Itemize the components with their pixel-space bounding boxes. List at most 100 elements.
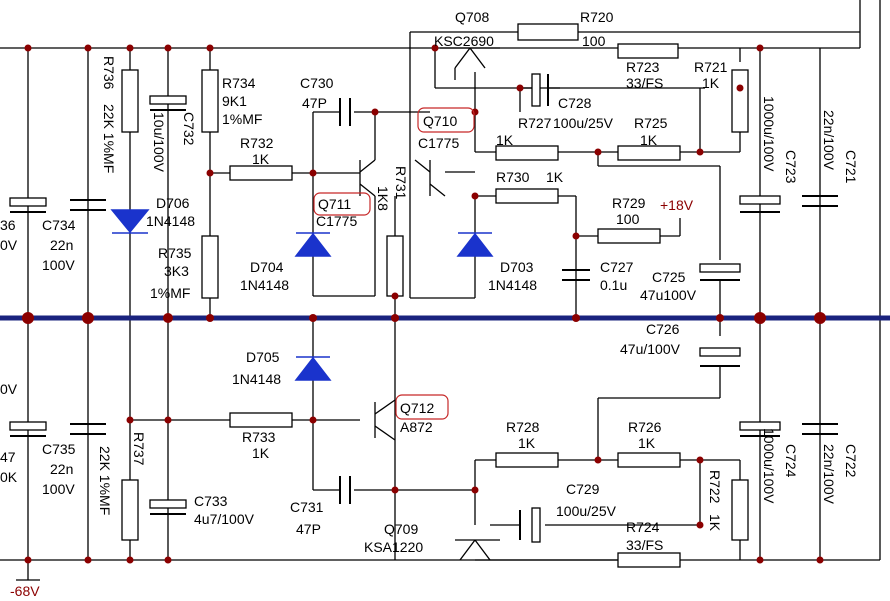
- capacitor-c728: [520, 73, 560, 107]
- resistor-r725: [617, 145, 681, 161]
- r735-extra: 1%MF: [150, 285, 190, 301]
- c735-voltage: 100V: [42, 481, 75, 497]
- resistor-r726: [617, 452, 681, 468]
- c734-ref: C734: [42, 217, 76, 233]
- r722-ref: R722: [707, 470, 723, 504]
- q710-ref: Q710: [423, 113, 457, 129]
- resistor-r723: [617, 43, 679, 59]
- c721-ref: C721: [843, 150, 859, 184]
- r722-value: 1K: [707, 514, 723, 532]
- resistor-r727: [495, 145, 559, 161]
- capacitor-c729: [519, 507, 541, 543]
- resistor-r729: [597, 228, 661, 244]
- diode-d705: [294, 356, 332, 381]
- capacitor-c724: [739, 421, 781, 437]
- c727-value: 0.1u: [600, 277, 627, 293]
- transistor-q712: [374, 399, 396, 441]
- diodes: [110, 209, 494, 381]
- r720-ref: R720: [580, 9, 614, 25]
- r725-ref: R725: [634, 115, 668, 131]
- capacitor-c734: [70, 199, 106, 211]
- q708-ref: Q708: [455, 9, 489, 25]
- capacitor-c727: [562, 269, 590, 281]
- c731-value: 47P: [296, 521, 321, 537]
- r737-ref: R737: [131, 432, 147, 466]
- capacitor-c730: [339, 98, 351, 126]
- r733-ref: R733: [242, 429, 276, 445]
- r726-value: 1K: [638, 435, 656, 451]
- c735-value: 22n: [50, 461, 73, 477]
- d703-part: 1N4148: [488, 277, 537, 293]
- r731-ref: R731: [393, 166, 409, 200]
- resistor-r730: [495, 188, 559, 204]
- capacitor-c725: [699, 263, 741, 281]
- negative-rail-label: -68V: [10, 583, 40, 599]
- c732-value: 10u/100V: [151, 112, 167, 173]
- d703-ref: D703: [500, 259, 534, 275]
- c734-value: 22n: [50, 237, 73, 253]
- c726-value: 47u/100V: [620, 341, 681, 357]
- resistor-r731: [386, 235, 404, 297]
- r735-ref: R735: [158, 245, 192, 261]
- r734-value: 9K1: [222, 93, 247, 109]
- capacitor-left-top: [9, 197, 47, 213]
- q711-ref: Q711: [318, 196, 351, 212]
- c721-value: 22n/100V: [821, 110, 837, 171]
- d706-ref: D706: [156, 195, 190, 211]
- c725-value: 47u100V: [640, 287, 697, 303]
- resistor-r737: [121, 479, 139, 541]
- r727-value: 1K: [496, 132, 514, 148]
- c729-ref: C729: [566, 481, 600, 497]
- c731-ref: C731: [290, 499, 324, 515]
- q708-part: KSC2690: [434, 33, 494, 49]
- r723-ref: R723: [626, 59, 660, 75]
- r731-value: 1K8: [375, 186, 391, 211]
- r733-value: 1K: [252, 445, 270, 461]
- r726-ref: R726: [628, 419, 662, 435]
- r720-value: 100: [582, 33, 606, 49]
- q709-ref: Q709: [384, 521, 418, 537]
- resistor-r721: [731, 69, 749, 133]
- capacitor-c733: [149, 499, 187, 515]
- d705-part: 1N4148: [232, 371, 281, 387]
- edge-fragment-4: 47: [0, 449, 16, 465]
- resistor-r733: [229, 412, 293, 428]
- transistor-q710: [414, 159, 475, 197]
- r721-value: 1K: [702, 75, 720, 91]
- r729-value: 100: [616, 211, 640, 227]
- resistor-r732: [229, 165, 293, 181]
- positive-rail-label: +18V: [660, 197, 694, 213]
- q712-ref: Q712: [400, 400, 434, 416]
- c730-ref: C730: [300, 75, 334, 91]
- r728-ref: R728: [506, 419, 540, 435]
- wires: [0, 0, 881, 581]
- c723-ref: C723: [783, 150, 799, 184]
- d704-ref: D704: [250, 259, 284, 275]
- r727-ref: R727: [518, 115, 552, 131]
- resistor-r722: [731, 479, 749, 541]
- resistor-r728: [495, 452, 559, 468]
- c733-value: 4u7/100V: [194, 511, 255, 527]
- highlight-q712: [395, 394, 449, 420]
- c724-ref: C724: [783, 444, 799, 478]
- diode-d704: [294, 232, 332, 257]
- r732-value: 1K: [252, 151, 270, 167]
- transistor-q708: [440, 47, 500, 80]
- r730-value: 1K: [546, 169, 564, 185]
- r723-value: 33/FS: [626, 75, 663, 91]
- capacitor-c723: [739, 195, 781, 213]
- diode-d703: [456, 232, 494, 257]
- c727-ref: C727: [600, 259, 634, 275]
- r725-value: 1K: [640, 132, 658, 148]
- d704-part: 1N4148: [240, 277, 289, 293]
- resistor-r734: [201, 69, 219, 133]
- q710-part: C1775: [418, 135, 459, 151]
- resistor-r720: [517, 23, 579, 41]
- d705-ref: D705: [246, 349, 280, 365]
- r730-ref: R730: [496, 169, 530, 185]
- capacitor-c726: [699, 347, 741, 367]
- c722-ref: C722: [843, 444, 859, 478]
- c725-ref: C725: [652, 269, 686, 285]
- transistor-q709: [455, 539, 500, 561]
- r737-value: 22K 1%MF: [97, 446, 113, 515]
